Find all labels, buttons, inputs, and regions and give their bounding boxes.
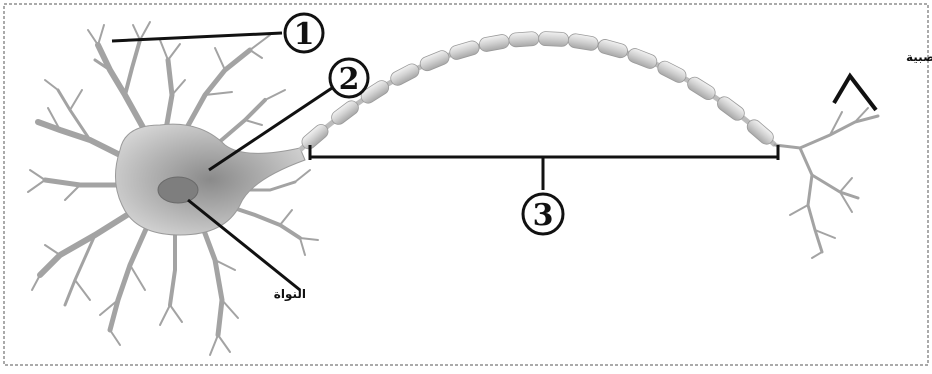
myelin-segment (538, 31, 569, 47)
nucleus-leader (187, 198, 301, 292)
myelin-segment (478, 34, 510, 52)
myelin-segment (301, 124, 329, 150)
nucleus-label: النواة (274, 287, 306, 302)
myelin-segment (627, 48, 658, 69)
myelin-segment (449, 40, 480, 60)
myelin-segment (597, 39, 628, 59)
axon-terminals-pointer (832, 72, 878, 112)
label-2-circle (328, 57, 370, 99)
label-2-leader (208, 86, 333, 172)
label-1-circle (283, 12, 325, 54)
myelin-segment (360, 80, 390, 104)
myelin-segment (717, 96, 745, 121)
axon (298, 31, 777, 152)
label-3-circle (521, 192, 565, 236)
axon-terminals (773, 107, 880, 259)
label-1-leader (111, 31, 283, 43)
myelin-segment (331, 100, 359, 125)
label-1-number: 1 (294, 17, 315, 52)
myelin-segment (508, 31, 540, 48)
nucleus (157, 176, 199, 204)
myelin-segment (419, 50, 450, 72)
label-3-number: 3 (533, 198, 554, 233)
myelin-segment (687, 76, 716, 101)
axon-terminals-label: نهايات المحور العصبية (906, 50, 932, 65)
dendrites (27, 21, 319, 356)
frame-border (3, 3, 929, 366)
myelin-segment (390, 63, 420, 86)
myelin-segment (567, 33, 599, 51)
cell-body (115, 123, 306, 236)
label-2-number: 2 (339, 62, 360, 97)
axon-bracket (308, 145, 780, 190)
myelin-segment (657, 60, 687, 83)
myelin-segment (746, 119, 774, 145)
